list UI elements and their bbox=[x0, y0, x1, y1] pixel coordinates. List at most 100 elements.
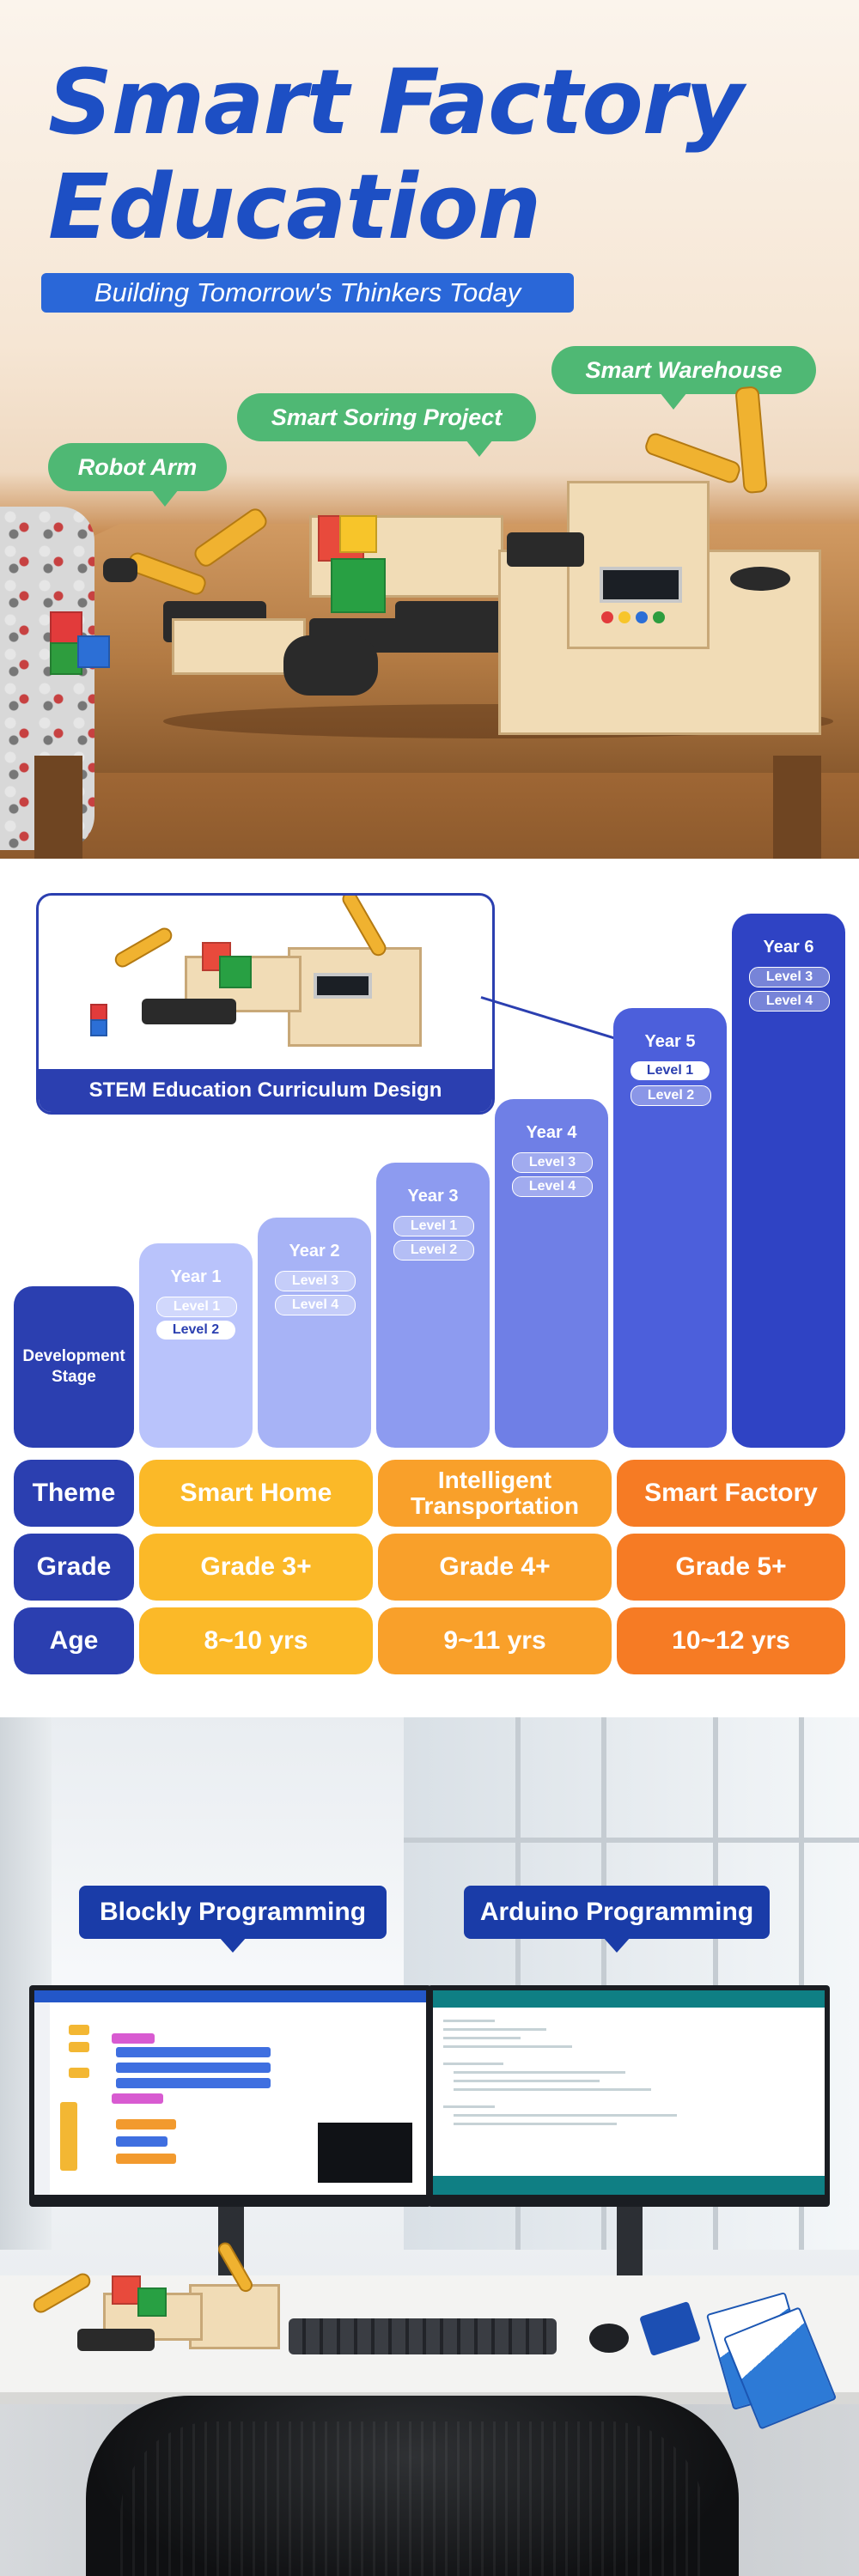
code-line bbox=[443, 2063, 503, 2065]
age-cell: 8~10 yrs bbox=[139, 1607, 373, 1674]
level-pill: Level 1 bbox=[156, 1297, 237, 1317]
year-label: Year 3 bbox=[407, 1187, 459, 1206]
code-line bbox=[443, 2105, 495, 2108]
grade-cell: Grade 5+ bbox=[617, 1534, 845, 1601]
level-pill: Level 4 bbox=[749, 991, 830, 1012]
blockly-block bbox=[69, 2042, 89, 2052]
hero-title-line2: Education bbox=[48, 155, 541, 259]
office-chair bbox=[86, 2396, 739, 2576]
year-label: Year 6 bbox=[763, 938, 814, 957]
level-pill: Level 3 bbox=[275, 1271, 356, 1291]
lcd-screen bbox=[600, 567, 682, 603]
callout-smart-warehouse: Smart Warehouse bbox=[551, 346, 816, 410]
sorting-controller bbox=[395, 601, 507, 653]
year-column: Year 6 Level 3 Level 4 bbox=[732, 914, 845, 1448]
age-row-label: Age bbox=[14, 1607, 134, 1674]
year-column: Year 2 Level 3 Level 4 bbox=[258, 1218, 371, 1448]
year-label: Year 4 bbox=[526, 1123, 577, 1142]
blue-button bbox=[636, 611, 648, 623]
preview-kit-image bbox=[90, 896, 451, 1050]
theme-cell: Intelligent Transportation bbox=[378, 1460, 612, 1527]
desk-kit-red-bin bbox=[112, 2275, 141, 2305]
callout-sorting-project: Smart Soring Project bbox=[237, 393, 536, 457]
grade-row-label: Grade bbox=[14, 1534, 134, 1601]
level-pill: Level 2 bbox=[393, 1240, 474, 1261]
code-line bbox=[454, 2088, 651, 2091]
hero-section: Smart Factory Education Building Tomorro… bbox=[0, 0, 859, 859]
monitor-stand bbox=[617, 2207, 643, 2284]
level-pill: Level 4 bbox=[275, 1295, 356, 1315]
blockly-programming-label: Blockly Programming bbox=[79, 1886, 387, 1953]
year-label: Year 1 bbox=[170, 1267, 222, 1286]
warehouse-arm-segment bbox=[734, 386, 768, 495]
preview-cube bbox=[90, 1004, 107, 1021]
level-pill: Level 2 bbox=[156, 1321, 235, 1340]
blockly-block bbox=[116, 2047, 271, 2057]
blockly-toolbar bbox=[34, 1990, 426, 2002]
preview-controller bbox=[142, 999, 236, 1024]
level-pill: Level 4 bbox=[512, 1176, 593, 1197]
theme-row-label: Theme bbox=[14, 1460, 134, 1527]
blockly-block bbox=[116, 2063, 271, 2073]
theme-cell: Smart Home bbox=[139, 1460, 373, 1527]
blockly-block bbox=[116, 2078, 271, 2088]
window-frame bbox=[515, 1717, 521, 2250]
table-leg bbox=[34, 756, 82, 859]
arduino-output-bar bbox=[433, 2176, 825, 2195]
hero-subtitle: Building Tomorrow's Thinkers Today bbox=[41, 273, 574, 313]
gamepad-controller bbox=[283, 635, 378, 696]
callout-robot-arm: Robot Arm bbox=[48, 443, 227, 507]
green-bin bbox=[331, 558, 386, 613]
window-frame bbox=[799, 1717, 804, 2250]
green-cube bbox=[50, 642, 82, 675]
code-line bbox=[443, 2020, 495, 2022]
keyboard bbox=[289, 2318, 557, 2354]
robot-gripper bbox=[103, 558, 137, 582]
desk-kit-controller bbox=[77, 2329, 155, 2351]
blockly-block bbox=[116, 2119, 176, 2129]
code-line bbox=[454, 2114, 677, 2117]
yellow-bin bbox=[339, 515, 377, 553]
blockly-monitor bbox=[29, 1985, 431, 2207]
theme-cell: Smart Factory bbox=[617, 1460, 845, 1527]
blockly-screen bbox=[34, 1990, 426, 2195]
code-line bbox=[443, 2037, 521, 2039]
blockly-block bbox=[60, 2102, 77, 2171]
year-label: Year 5 bbox=[644, 1032, 696, 1051]
window-frame bbox=[601, 1717, 606, 2250]
code-line bbox=[454, 2123, 617, 2125]
window-frame bbox=[713, 1717, 718, 2250]
blockly-block bbox=[116, 2154, 176, 2164]
code-line bbox=[454, 2071, 625, 2074]
blockly-block bbox=[69, 2068, 89, 2078]
year-label: Year 2 bbox=[289, 1242, 340, 1261]
yellow-button bbox=[618, 611, 631, 623]
grade-cell: Grade 4+ bbox=[378, 1534, 612, 1601]
blockly-block bbox=[112, 2033, 155, 2044]
blue-cube bbox=[77, 635, 110, 668]
age-cell: 9~11 yrs bbox=[378, 1607, 612, 1674]
programming-section: Blockly Programming Arduino Programming bbox=[0, 1717, 859, 2576]
year-column: Year 5 Level 1 Level 2 bbox=[613, 1008, 727, 1448]
table-leg bbox=[773, 756, 821, 859]
red-button bbox=[601, 611, 613, 623]
arduino-programming-label: Arduino Programming bbox=[464, 1886, 770, 1953]
preview-screen bbox=[314, 973, 372, 999]
blockly-block bbox=[116, 2136, 168, 2147]
mouse bbox=[589, 2324, 629, 2353]
window-frame bbox=[404, 1838, 859, 1843]
blockly-block bbox=[112, 2093, 163, 2104]
curriculum-section: STEM Education Curriculum Design Develop… bbox=[0, 859, 859, 1717]
curriculum-preview-card: STEM Education Curriculum Design bbox=[36, 893, 495, 1115]
code-line bbox=[454, 2080, 600, 2082]
curriculum-preview-label: STEM Education Curriculum Design bbox=[39, 1069, 492, 1112]
preview-arm bbox=[112, 925, 175, 970]
level-pill: Level 2 bbox=[631, 1085, 711, 1106]
development-stage-label: Development Stage bbox=[14, 1286, 134, 1448]
blockly-console bbox=[318, 2123, 412, 2183]
level-pill: Level 1 bbox=[393, 1216, 474, 1236]
office-chair-mesh bbox=[120, 2421, 704, 2576]
blockly-block bbox=[69, 2025, 89, 2035]
year-column: Year 4 Level 3 Level 4 bbox=[495, 1099, 608, 1448]
arduino-toolbar bbox=[433, 1990, 825, 2008]
